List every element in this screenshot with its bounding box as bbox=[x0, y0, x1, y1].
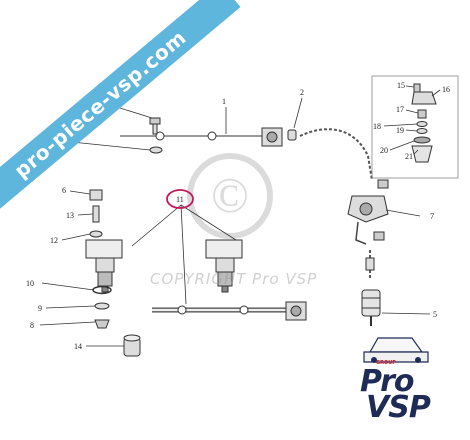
fuel-rail-bottom bbox=[152, 301, 307, 321]
logo-word-pro: Pro bbox=[360, 364, 414, 399]
injector-left bbox=[85, 239, 123, 293]
seal-part-8 bbox=[94, 319, 110, 329]
callout-9: 9 bbox=[38, 304, 42, 313]
callout-11: 11 bbox=[176, 195, 184, 204]
copyright-watermark-text: COPYRIGHT Pro VSP bbox=[150, 270, 318, 288]
svg-text:©: © bbox=[211, 167, 249, 223]
callout-14: 14 bbox=[74, 342, 82, 351]
callout-7: 7 bbox=[430, 212, 434, 221]
fuel-filter-part-5 bbox=[361, 289, 381, 326]
fuel-hose bbox=[299, 128, 373, 181]
bushing-part-14 bbox=[123, 334, 141, 357]
washer-part-3 bbox=[149, 146, 163, 154]
clip-part-2 bbox=[287, 129, 297, 141]
callout-12: 12 bbox=[50, 236, 58, 245]
inset-box bbox=[371, 75, 459, 179]
callout-16: 16 bbox=[442, 85, 450, 94]
copyright-watermark-icon: © bbox=[187, 153, 273, 239]
provsp-logo: GROUP Pro VSP bbox=[356, 326, 436, 426]
washer-part-12 bbox=[89, 230, 103, 238]
callout-10: 10 bbox=[26, 279, 34, 288]
callout-11-highlight bbox=[166, 189, 194, 209]
callout-5: 5 bbox=[433, 310, 437, 319]
pressure-regulator-part-7 bbox=[347, 179, 389, 280]
car-icon bbox=[363, 337, 429, 363]
callout-17: 17 bbox=[396, 105, 404, 114]
callout-20: 20 bbox=[380, 146, 388, 155]
inset-regulator-parts bbox=[411, 83, 437, 163]
injector-right bbox=[205, 239, 243, 293]
callout-1: 1 bbox=[222, 97, 226, 106]
washer-part-9 bbox=[94, 302, 110, 310]
callout-13: 13 bbox=[66, 211, 74, 220]
callout-18: 18 bbox=[373, 122, 381, 131]
callout-21: 21 bbox=[405, 152, 413, 161]
callout-19: 19 bbox=[396, 126, 404, 135]
callout-15: 15 bbox=[397, 81, 405, 90]
fuel-rail-top bbox=[120, 127, 283, 147]
callout-labels: 1 2 3 4 5 6 7 8 9 10 11 12 13 14 15 16 1… bbox=[26, 81, 450, 351]
callout-6: 6 bbox=[62, 186, 66, 195]
callout-8: 8 bbox=[30, 321, 34, 330]
logo-word-vsp: VSP bbox=[366, 390, 431, 425]
callout-2: 2 bbox=[300, 88, 304, 97]
screw-part-13 bbox=[92, 205, 100, 223]
nut-part-6 bbox=[89, 189, 103, 201]
bolt-part-4 bbox=[149, 117, 161, 135]
logo-group-label: GROUP bbox=[376, 360, 396, 366]
